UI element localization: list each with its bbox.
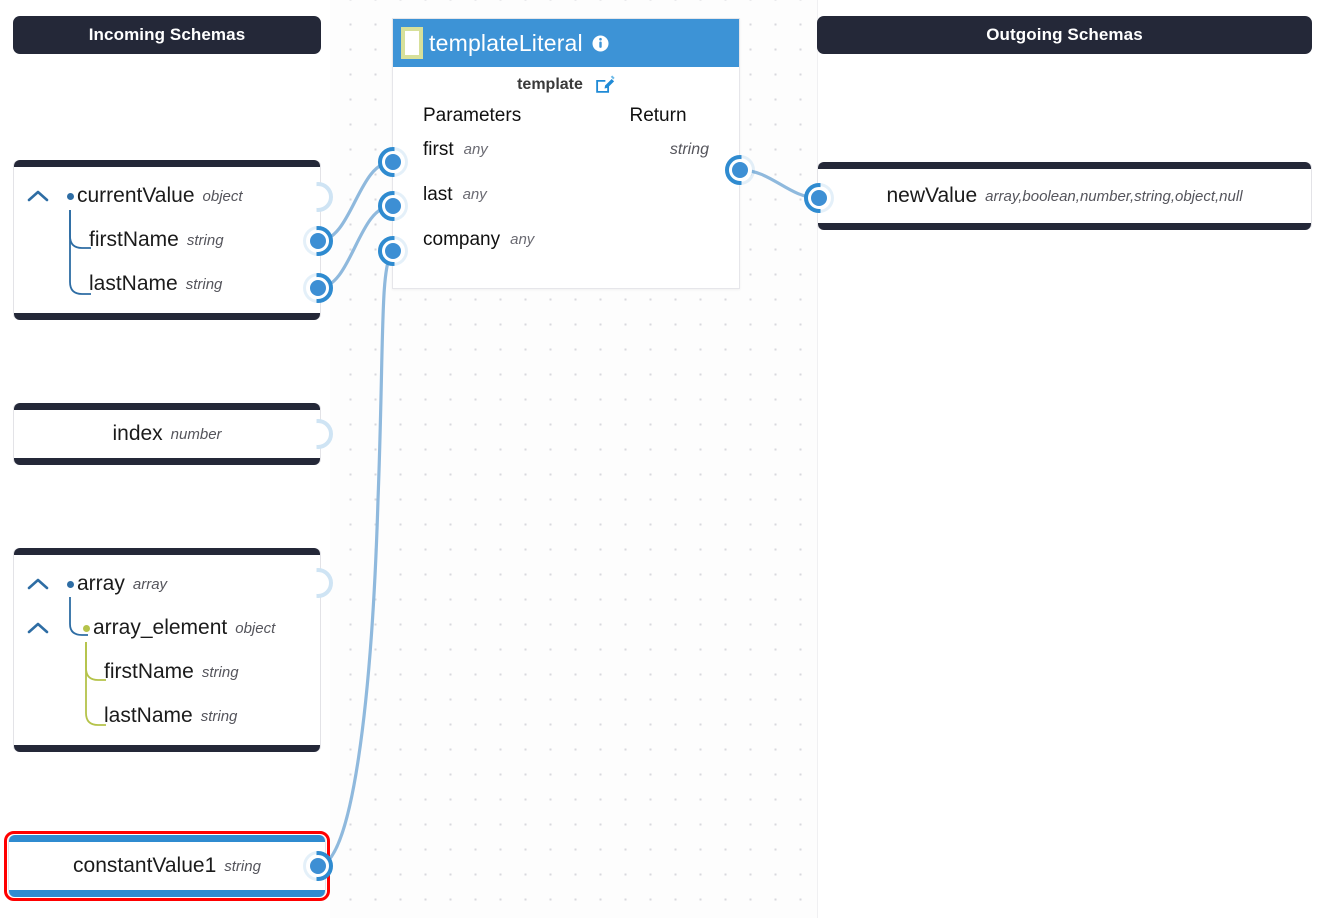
param-row-last[interactable]: last any [423,172,593,217]
function-node-header[interactable]: templateLiteral [393,19,739,67]
card-top-bar [14,548,320,555]
card-top-bar [818,162,1311,169]
port-newValue[interactable] [804,183,834,213]
row-name: lastName [89,272,178,295]
row-name: constantValue1 [73,854,217,877]
row-type: string [201,663,239,681]
param-type: any [463,141,488,158]
row-type: object [235,619,276,637]
card-bottom-bar [14,313,320,320]
tree-row-newValue[interactable]: newValue array,boolean,number,string,obj… [818,174,1311,218]
card-top-bar [9,835,325,842]
param-type: any [462,186,487,203]
parameters-column: Parameters first any last any company an… [393,105,593,262]
row-name: newValue [886,184,978,207]
row-type: string [185,275,223,293]
schema-card-array[interactable]: array array array_element object firstNa… [13,548,321,752]
tree-row-currentValue[interactable]: currentValue object [14,174,320,218]
row-name: index [112,422,163,445]
bookmark-tag-icon [401,27,423,59]
card-bottom-bar [818,223,1311,230]
return-heading: Return [629,105,687,126]
schema-card-index[interactable]: index number [13,403,321,465]
tree-bullet [83,624,90,632]
port-firstName[interactable] [303,226,333,256]
tree-row-lastName[interactable]: lastName string [14,694,320,738]
tree-bullet [67,580,74,588]
edit-pencil-icon[interactable] [593,74,615,96]
param-type: any [510,231,535,248]
param-row-first[interactable]: first any [423,127,593,172]
row-type: string [224,857,261,875]
row-name: firstName [89,228,179,251]
return-row[interactable]: string [593,127,723,172]
param-name: last [423,183,453,205]
schema-card-constantValue1[interactable]: constantValue1 string [4,831,330,901]
outgoing-schemas-title: Outgoing Schemas [817,16,1312,54]
row-name: currentValue [77,184,195,207]
tree-row-firstName[interactable]: firstName string [14,218,320,262]
row-type: string [200,707,238,725]
row-type: number [170,425,222,443]
tree-bullet [67,192,74,200]
row-type: string [186,231,224,249]
outgoing-panel [817,0,1331,918]
row-type: array [132,575,168,593]
row-name: firstName [104,660,194,683]
port-param-company[interactable] [378,236,408,266]
incoming-schemas-title: Incoming Schemas [13,16,321,54]
port-constantValue1[interactable] [303,851,333,881]
row-name: lastName [104,704,193,727]
return-column: Return string [593,105,739,262]
return-type: string [669,140,709,158]
port-return-string[interactable] [725,155,755,185]
param-row-company[interactable]: company any [423,217,593,262]
port-param-first[interactable] [378,147,408,177]
tree-row-lastName[interactable]: lastName string [14,262,320,306]
tree-row-index[interactable]: index number [14,412,320,456]
function-template-row[interactable]: template [393,67,739,103]
card-bottom-bar [14,745,320,752]
card-top-bar [14,160,320,167]
parameters-heading: Parameters [423,105,522,126]
schema-card-newValue[interactable]: newValue array,boolean,number,string,obj… [817,162,1312,230]
schema-card-currentValue[interactable]: currentValue object firstName string las… [13,160,321,320]
card-top-bar [14,403,320,410]
card-bottom-bar [14,458,320,465]
info-icon[interactable] [592,35,609,52]
chevron-up-icon[interactable] [26,184,50,208]
port-param-last[interactable] [378,191,408,221]
function-node-templateLiteral[interactable]: templateLiteral template Pa [392,18,740,289]
tree-row-firstName[interactable]: firstName string [14,650,320,694]
tree-row-array_element[interactable]: array_element object [14,606,320,650]
function-node-title: templateLiteral [429,29,583,56]
param-name: first [423,138,454,160]
tree-row-array[interactable]: array array [14,562,320,606]
port-index[interactable] [303,419,333,449]
template-label: template [517,76,583,93]
card-bottom-bar [9,890,325,897]
chevron-up-icon[interactable] [26,572,50,596]
row-type: array,boolean,number,string,object,null [985,187,1243,205]
row-name: array_element [93,616,228,639]
chevron-up-icon[interactable] [26,616,50,640]
port-currentValue[interactable] [303,182,333,212]
row-type: object [202,187,243,205]
port-lastName[interactable] [303,273,333,303]
row-name: array [77,572,125,595]
param-name: company [423,228,501,250]
tree-row-constantValue1[interactable]: constantValue1 string [9,844,325,888]
port-array[interactable] [303,568,333,598]
